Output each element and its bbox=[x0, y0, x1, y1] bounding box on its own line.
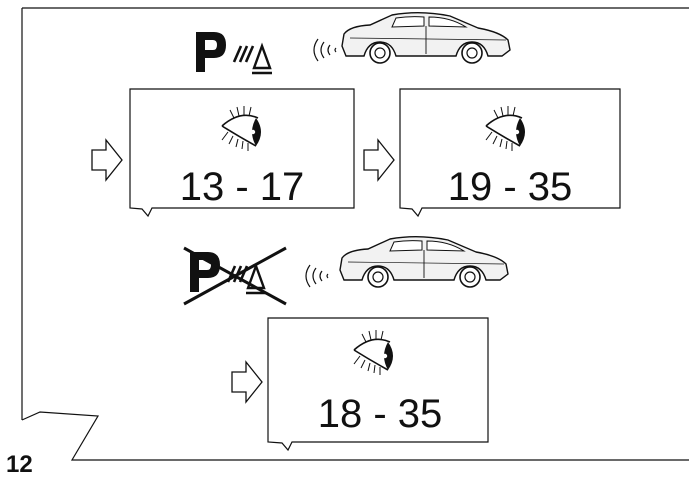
parking-sensor-disabled-icon bbox=[183, 246, 287, 306]
panel-1-box bbox=[129, 88, 355, 218]
car-icon bbox=[339, 235, 509, 288]
car-icon bbox=[341, 11, 511, 64]
frame-page-corner bbox=[21, 411, 689, 461]
panel-3-range: 18 - 35 bbox=[318, 392, 443, 436]
arrow-icon bbox=[231, 361, 263, 403]
panel-3-box bbox=[267, 317, 489, 452]
signal-waves-icon bbox=[313, 38, 337, 62]
signal-waves-icon bbox=[305, 264, 329, 288]
parking-sensor-icon bbox=[194, 30, 274, 75]
figure-number: 12 bbox=[6, 451, 33, 478]
arrow-icon bbox=[363, 139, 395, 181]
panel-1-range: 13 - 17 bbox=[180, 165, 305, 209]
panel-2-range: 19 - 35 bbox=[448, 165, 573, 209]
arrow-icon bbox=[91, 139, 123, 181]
panel-2-box bbox=[399, 88, 621, 218]
